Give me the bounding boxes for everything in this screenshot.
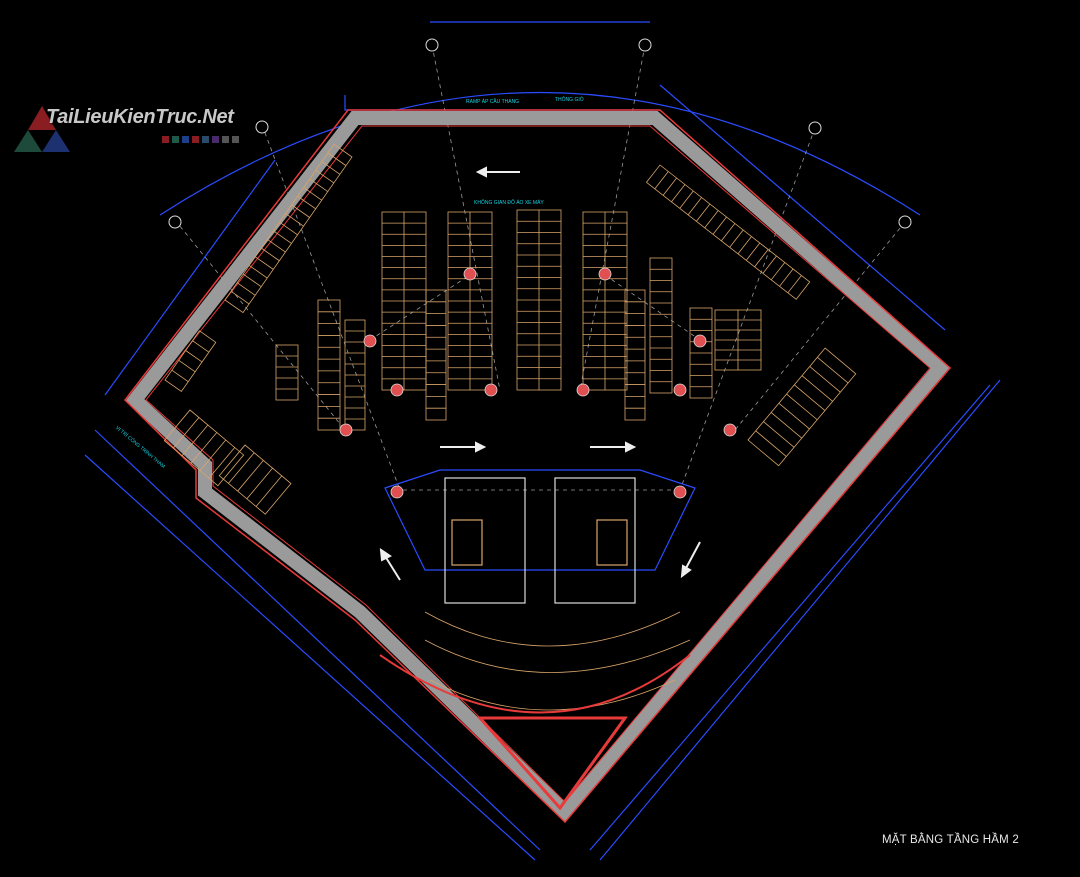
column-marker [723, 423, 737, 437]
stall-block [624, 289, 646, 421]
stall-block [714, 309, 762, 371]
stall-block [689, 307, 713, 399]
stall-block-diagonal [747, 347, 857, 467]
outer-wall-edge [124, 109, 952, 824]
logo-swatch [202, 136, 209, 143]
label-shaft: THÔNG GIÓ [555, 97, 584, 103]
triangle-room [476, 716, 628, 811]
logo-swatch [232, 136, 239, 143]
stall-block [275, 344, 299, 401]
label-ramp: RAMP ÁP CẦU THANG [466, 99, 520, 105]
logo-swatch [222, 136, 229, 143]
logo-text: TaiLieuKienTruc.Net [46, 106, 234, 128]
stall-block [425, 289, 447, 421]
stall-block [317, 299, 341, 431]
stall-block [582, 211, 628, 391]
stall-block [381, 211, 427, 391]
grid-axes [174, 44, 906, 491]
column-marker [576, 383, 590, 397]
column-marker [598, 267, 612, 281]
logo-swatch [212, 136, 219, 143]
column-marker [484, 383, 498, 397]
outer-wall [125, 111, 950, 823]
drawing-title: MẶT BẰNG TẦNG HẦM 2 [882, 834, 1019, 846]
dimension-lines [84, 21, 1001, 861]
ramp-curved [379, 611, 691, 714]
logo-swatch [172, 136, 179, 143]
logo-swatch [162, 136, 169, 143]
stall-block-diagonal [224, 143, 353, 314]
core-block [384, 469, 696, 604]
column-marker [673, 485, 687, 499]
logo-swatch [192, 136, 199, 143]
logo-swatch [182, 136, 189, 143]
logo-swatches [162, 136, 239, 143]
stall-block [344, 319, 366, 431]
logo-mark-icon [14, 106, 70, 152]
stall-block [516, 209, 562, 391]
column-marker [390, 485, 404, 499]
parking-stalls [163, 143, 857, 515]
column-marker [463, 267, 477, 281]
columns [339, 267, 737, 499]
label-parking-note: KHÔNG GIAN ĐỖ ÁO XE MÁY [474, 200, 544, 206]
column-marker [390, 383, 404, 397]
traffic-arrows [379, 166, 701, 581]
stall-block-diagonal [218, 444, 292, 515]
stall-block-diagonal [164, 330, 217, 393]
inner-wall-edge [145, 125, 931, 803]
watermark-logo: TaiLieuKienTruc.Net [12, 100, 272, 156]
stall-block [649, 257, 673, 394]
column-marker [363, 334, 377, 348]
grid-bubbles [168, 38, 912, 229]
column-marker [673, 383, 687, 397]
column-marker [693, 334, 707, 348]
stall-block-diagonal [163, 409, 245, 487]
stall-block [447, 211, 493, 391]
column-marker [339, 423, 353, 437]
stall-block-diagonal [645, 164, 811, 300]
